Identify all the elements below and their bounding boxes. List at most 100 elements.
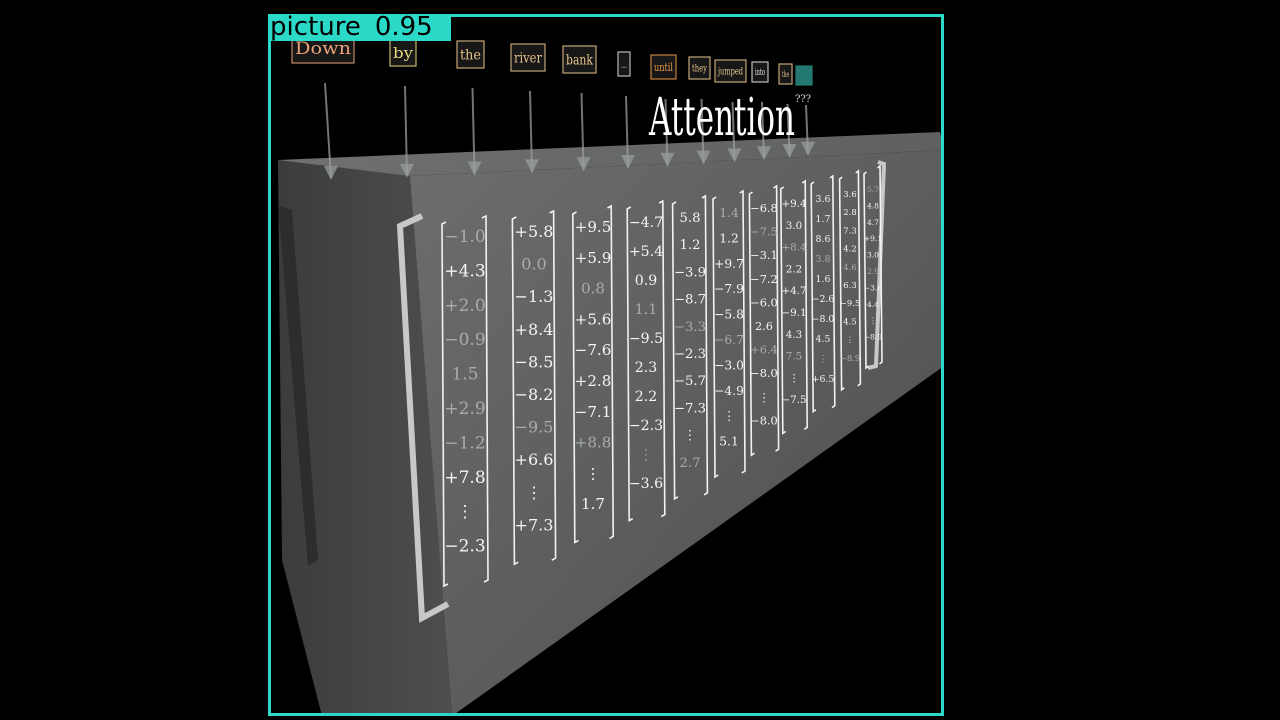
vector-right-bracket: [607, 204, 615, 540]
vector-left-bracket: [441, 221, 449, 588]
vector-entry: −4.7: [629, 215, 663, 231]
vector-entry: ⋮: [723, 409, 735, 423]
token-arrow-shaft: [529, 90, 533, 172]
vector-entry: ⋮: [585, 464, 600, 482]
vector-entry: 3.0: [786, 220, 802, 232]
vector-entry: 2.8: [843, 207, 856, 217]
vector-entry: ⋮: [846, 335, 854, 345]
vector-entry: +8.8: [575, 434, 612, 452]
vector-right-bracket: [829, 174, 836, 409]
matrix-left-bracket: [396, 213, 450, 623]
vector-entry: 4.7: [867, 218, 879, 227]
embedding-vector-7: −6.8−7.5−3.1−7.2−6.02.6+6.4−8.0⋮−8.0: [748, 184, 780, 457]
vector-entry: 5.7: [867, 185, 879, 194]
token-6: ...: [617, 51, 631, 77]
vector-entry: −9.5: [629, 331, 663, 347]
vector-entry: 1.2: [719, 231, 738, 245]
vector-entry: 3.8: [816, 254, 831, 265]
embedding-vector-2: +5.80.0−1.3+8.4−8.5−8.2−9.5+6.6⋮+7.3: [511, 209, 557, 566]
vector-right-bracket: [549, 209, 557, 561]
vector-entry: +6.5: [812, 374, 835, 385]
vector-entry: −6.7: [714, 333, 744, 347]
vector-entry: 1.7: [816, 214, 831, 225]
vector-entry: +9.5: [575, 218, 612, 236]
vector-entry: −8.0: [750, 367, 777, 380]
block-top-face: [278, 132, 944, 176]
vector-entry: −2.3: [629, 418, 663, 434]
embedding-vector-11: 5.74.84.7+9.13.02.9−3.64.4⋮−8.9: [863, 164, 883, 370]
vector-left-bracket: [671, 201, 679, 501]
vector-entry: +2.0: [444, 296, 485, 316]
token-box: [778, 63, 793, 85]
vector-entry: 0.8: [581, 280, 605, 298]
vector-entry: 1.5: [451, 365, 478, 385]
vector-entry: −6.0: [750, 296, 777, 309]
vector-entry: −6.8: [750, 202, 777, 215]
vector-left-bracket: [748, 191, 755, 457]
vector-entry: −9.5: [840, 298, 861, 308]
vector-entry: −7.3: [674, 401, 706, 416]
embedding-vector-3: +9.5+5.90.8+5.6−7.6+2.8−7.1+8.8⋮1.7: [571, 204, 615, 544]
token-box: [617, 51, 631, 77]
vector-entry: −8.0: [750, 414, 777, 427]
token-5: bank: [562, 45, 597, 74]
vector-entry: −8.5: [515, 352, 554, 371]
vector-entry: −7.5: [781, 394, 806, 406]
vector-entry: 1.7: [581, 495, 605, 513]
vector-entry: ⋮: [639, 447, 653, 463]
vector-entry: +2.8: [575, 372, 612, 390]
token-label: Down: [295, 39, 351, 59]
vector-entry: 7.5: [786, 351, 802, 363]
vector-left-bracket: [838, 176, 845, 392]
vector-right-bracket: [773, 184, 780, 452]
token-label: they: [692, 64, 707, 75]
token-label: the: [782, 70, 789, 79]
vector-entry: −8.2: [515, 385, 554, 404]
vector-left-bracket: [626, 206, 634, 522]
token-box: [562, 45, 597, 74]
embedding-vector-4: −4.7+5.40.91.1−9.52.32.2−2.3⋮−3.6: [626, 199, 666, 522]
token-arrow-shaft: [404, 85, 408, 176]
vector-entry: +5.8: [515, 222, 554, 241]
vector-entry: +8.4: [781, 242, 807, 254]
vector-entry: 2.7: [680, 456, 701, 471]
vector-entry: −2.3: [674, 347, 706, 362]
embedding-matrix: −1.0+4.3+2.0−0.91.5+2.9−1.2+7.8⋮−2.3+5.8…: [396, 160, 887, 623]
vector-entry: +4.7: [781, 285, 806, 297]
token-arrow-head: [660, 152, 675, 167]
vector-right-bracket: [739, 189, 746, 474]
token-box: [795, 65, 813, 86]
embedding-vector-6: 1.41.2+9.7−7.9−5.8−6.7−3.0−4.9⋮5.1: [712, 189, 746, 479]
vector-entry: ⋮: [818, 354, 827, 365]
embedding-vector-8: +9.43.0+8.42.2+4.7−9.14.37.5⋮−7.5: [779, 179, 809, 435]
embedding-vector-1: −1.0+4.3+2.0−0.91.5+2.9−1.2+7.8⋮−2.3: [441, 214, 489, 588]
token-12: [795, 65, 813, 86]
vector-entry: −7.6: [575, 341, 612, 359]
token-arrow-head: [801, 141, 815, 156]
vector-entry: 8.6: [816, 234, 831, 245]
vector-entry: +6.4: [750, 344, 777, 357]
vector-entry: +9.1: [864, 234, 882, 243]
detection-score: 0.95: [374, 12, 433, 42]
vector-entry: 4.6: [843, 262, 856, 272]
token-arrow-head: [696, 150, 711, 165]
vector-entry: −2.3: [444, 537, 485, 557]
vector-entry: −1.2: [444, 433, 485, 453]
vector-entry: 0.9: [635, 273, 658, 289]
vector-entry: −3.3: [674, 320, 706, 335]
token-arrow-head: [400, 163, 414, 178]
vector-entry: 4.4: [867, 300, 879, 309]
vector-left-bracket: [863, 171, 869, 370]
embedding-vector-10: 3.62.87.34.24.66.3−9.54.5⋮−8.9: [838, 169, 862, 392]
token-box: [714, 59, 747, 83]
vector-entry: +4.3: [444, 261, 485, 281]
block-front-face: [410, 150, 944, 716]
vector-entry: −8.9: [864, 333, 882, 342]
vector-entry: 4.5: [816, 334, 831, 345]
token-label: until: [654, 61, 673, 74]
embedding-vector-9: 3.61.78.63.81.6−2.6−8.04.5⋮+6.5: [810, 174, 836, 414]
token-10: into: [751, 61, 769, 83]
token-label: river: [514, 50, 542, 66]
vector-entry: −1.3: [515, 287, 554, 306]
token-label: into: [755, 68, 765, 78]
